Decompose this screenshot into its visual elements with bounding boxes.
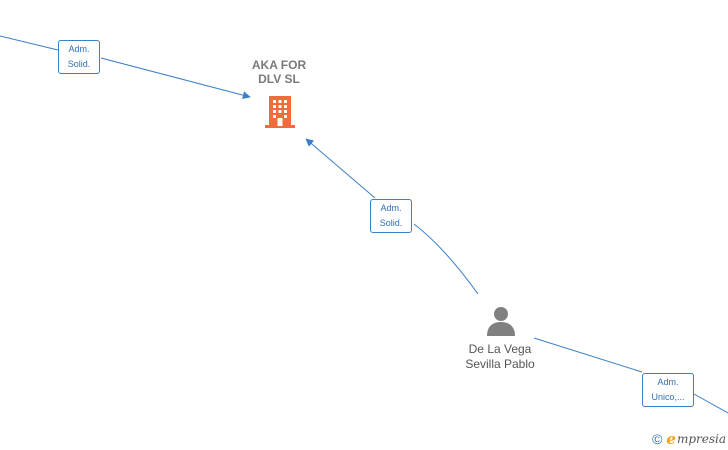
edge-label-adm-solid-middle[interactable]: Adm. Solid. xyxy=(370,199,412,233)
brand-logo-initial: e xyxy=(666,430,676,448)
edge-line-person-company xyxy=(306,139,479,295)
person-name[interactable]: De La Vega Sevilla Pablo xyxy=(465,342,535,371)
brand-logo-text: mpresia xyxy=(676,432,726,446)
empresia-watermark[interactable]: © e mpresia xyxy=(652,430,726,448)
edge-label-adm-solid-top[interactable]: Adm. Solid. xyxy=(58,40,100,74)
copyright-icon: © xyxy=(652,431,663,447)
building-icon[interactable] xyxy=(264,94,296,128)
edge-label-adm-unico[interactable]: Adm. Unico,... xyxy=(642,373,694,407)
company-name[interactable]: AKA FOR DLV SL xyxy=(251,58,307,86)
person-icon[interactable] xyxy=(486,306,516,336)
edge-line-top-left xyxy=(0,35,250,97)
edge-line-person-right xyxy=(533,337,728,414)
